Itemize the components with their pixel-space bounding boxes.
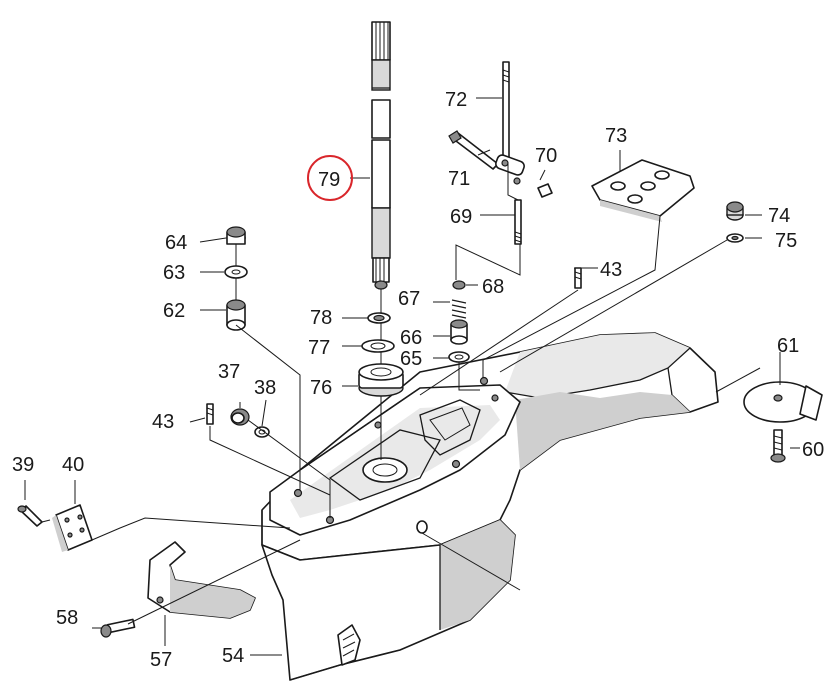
label-65: 65 bbox=[400, 348, 422, 370]
cover-plate-73[interactable] bbox=[591, 159, 695, 222]
label-62: 62 bbox=[163, 300, 185, 322]
label-79: 79 bbox=[318, 169, 340, 191]
label-37: 37 bbox=[218, 361, 240, 383]
spring-67[interactable] bbox=[451, 299, 467, 319]
bolt-60[interactable] bbox=[770, 429, 786, 463]
label-72: 72 bbox=[445, 89, 467, 111]
label-78: 78 bbox=[310, 307, 332, 329]
label-68: 68 bbox=[482, 276, 504, 298]
washer-77[interactable] bbox=[361, 339, 395, 353]
bushing-66[interactable] bbox=[450, 319, 468, 345]
rod-72[interactable] bbox=[502, 61, 510, 165]
label-54: 54 bbox=[222, 645, 244, 667]
bolt-43-right[interactable] bbox=[574, 267, 582, 289]
label-61: 61 bbox=[777, 335, 799, 357]
leader-lines bbox=[24, 97, 800, 656]
rod-69[interactable] bbox=[514, 199, 522, 245]
label-57: 57 bbox=[150, 649, 172, 671]
label-43-left: 43 bbox=[152, 411, 174, 433]
label-70: 70 bbox=[535, 145, 557, 167]
link-70[interactable] bbox=[494, 154, 553, 198]
bolt-71[interactable] bbox=[448, 130, 499, 170]
label-63: 63 bbox=[163, 262, 185, 284]
label-66: 66 bbox=[400, 327, 422, 349]
o-ring-38[interactable] bbox=[254, 426, 270, 438]
label-75: 75 bbox=[775, 230, 797, 252]
label-39: 39 bbox=[12, 454, 34, 476]
plate-40[interactable] bbox=[52, 504, 93, 552]
label-71: 71 bbox=[448, 168, 470, 190]
fitting-37[interactable] bbox=[230, 408, 250, 426]
label-67: 67 bbox=[398, 288, 420, 310]
bracket-57[interactable] bbox=[147, 541, 256, 619]
seal-78[interactable] bbox=[367, 312, 391, 324]
bolt-43-left[interactable] bbox=[206, 403, 214, 425]
label-77: 77 bbox=[308, 337, 330, 359]
lower-unit-housing[interactable] bbox=[261, 332, 719, 681]
label-74: 74 bbox=[768, 205, 790, 227]
label-69: 69 bbox=[450, 206, 472, 228]
label-64: 64 bbox=[165, 232, 187, 254]
drive-shaft[interactable] bbox=[371, 21, 391, 460]
label-60: 60 bbox=[802, 439, 824, 461]
label-76: 76 bbox=[310, 377, 332, 399]
screw-39[interactable] bbox=[17, 505, 43, 527]
bearing-76[interactable] bbox=[358, 363, 404, 397]
label-43-right: 43 bbox=[600, 259, 622, 281]
part-labels: 39 40 37 38 43 43 54 57 58 60 61 62 63 6… bbox=[12, 89, 824, 671]
washer-75[interactable] bbox=[726, 233, 744, 243]
bolt-58[interactable] bbox=[100, 618, 136, 638]
label-38: 38 bbox=[254, 377, 276, 399]
anode-61[interactable] bbox=[743, 381, 823, 423]
grommet-64[interactable] bbox=[226, 226, 246, 245]
nut-74[interactable] bbox=[726, 201, 744, 221]
label-40: 40 bbox=[62, 454, 84, 476]
pin-68[interactable] bbox=[452, 280, 466, 290]
label-73: 73 bbox=[605, 125, 627, 147]
label-58: 58 bbox=[56, 607, 78, 629]
highlight-ring-79 bbox=[307, 155, 353, 201]
washer-65[interactable] bbox=[448, 351, 470, 363]
washer-63[interactable] bbox=[224, 265, 248, 279]
